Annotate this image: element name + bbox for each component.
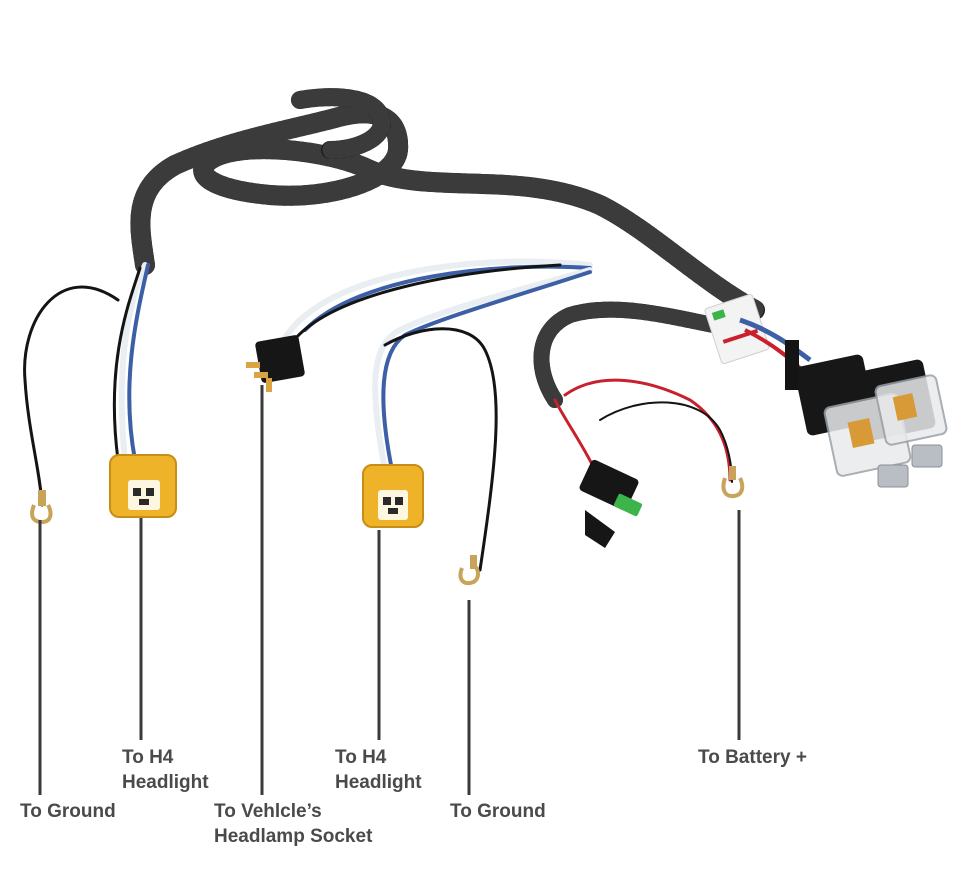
label-to-h4-left-line1: To H4 xyxy=(122,747,174,768)
right-h4-socket xyxy=(362,464,424,528)
label-to-battery: To Battery + xyxy=(698,747,807,768)
center-branch-wires xyxy=(275,258,593,572)
left-branch-wires xyxy=(23,262,150,507)
ground-terminal-right xyxy=(458,555,480,586)
inline-fuse-holder xyxy=(579,459,643,548)
label-to-ground-left: To Ground xyxy=(20,801,116,822)
main-cable-loom xyxy=(130,88,765,408)
battery-terminal xyxy=(721,466,745,499)
ground-terminal-left xyxy=(30,490,53,525)
leader-lines xyxy=(38,385,741,795)
left-h4-socket xyxy=(109,454,177,518)
label-to-ground-right: To Ground xyxy=(450,801,546,822)
battery-wire xyxy=(553,378,733,483)
label-to-h4-left-line2: Headlight xyxy=(122,772,209,793)
label-to-vehicle-socket-line1: To Vehlcle’s xyxy=(214,801,322,822)
relay-block xyxy=(739,317,948,488)
label-to-h4-right-line2: Headlight xyxy=(335,772,422,793)
label-to-vehicle-socket-line2: Headlamp Socket xyxy=(214,826,373,847)
vehicle-headlamp-plug xyxy=(246,335,305,392)
label-to-h4-right-line1: To H4 xyxy=(335,747,387,768)
